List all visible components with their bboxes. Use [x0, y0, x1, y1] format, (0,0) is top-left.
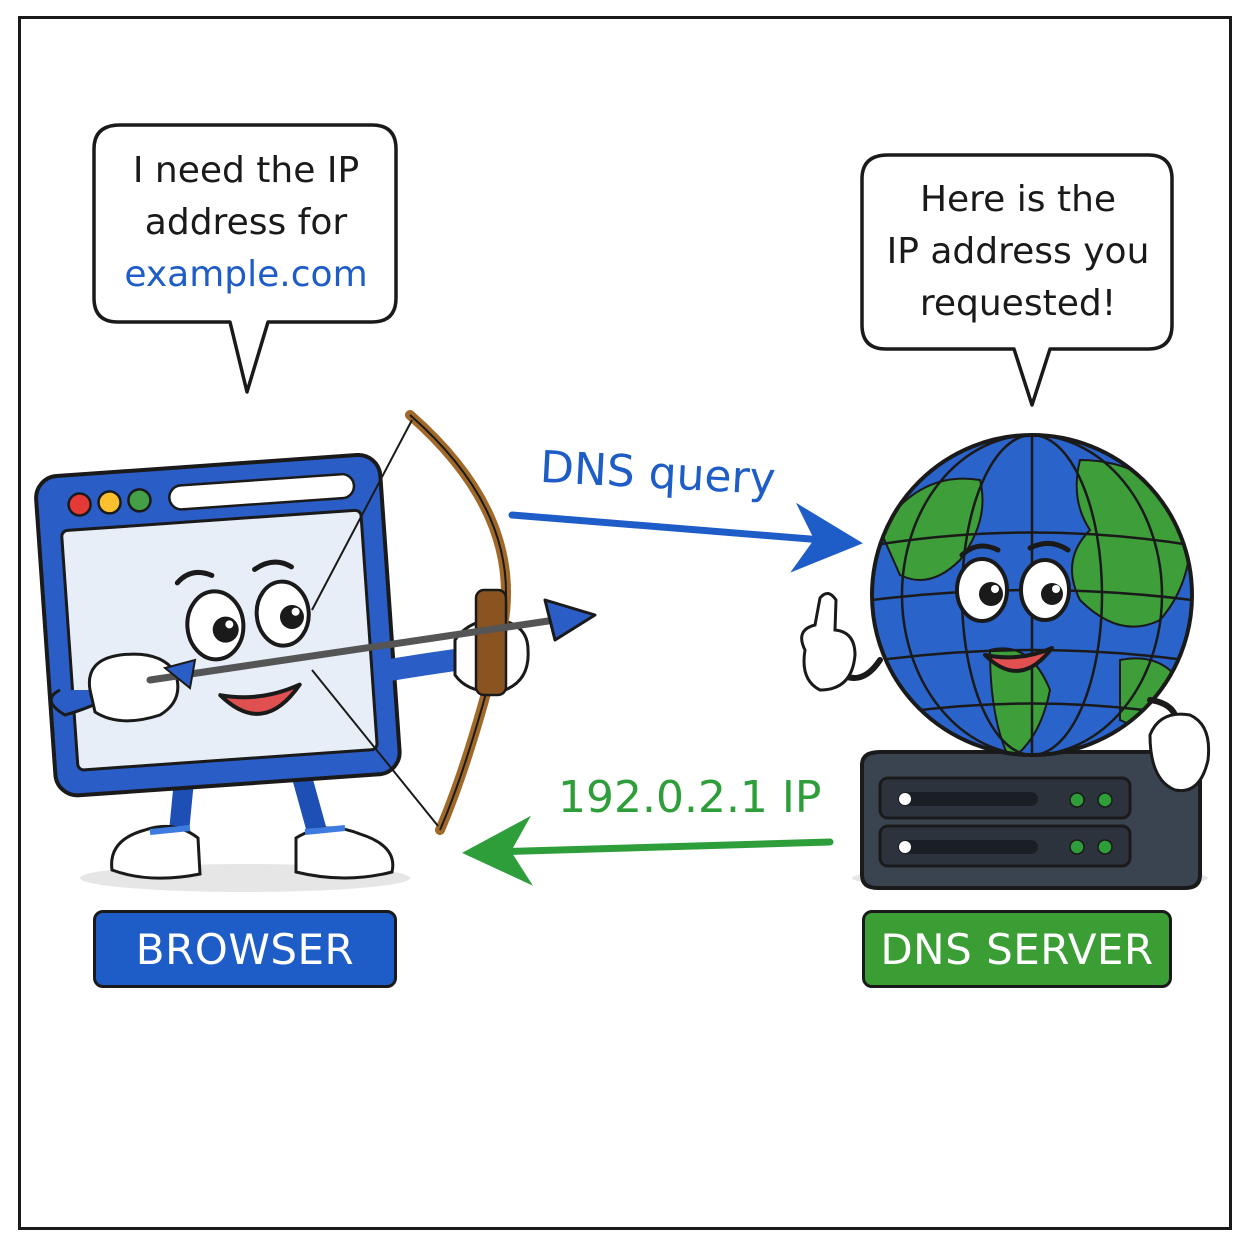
left-bubble-line-1: I need the IP — [132, 150, 360, 191]
server-rack-icon — [852, 750, 1208, 890]
pointing-glove — [800, 592, 857, 692]
ip-response-arrow — [462, 815, 834, 886]
dns-server-label: DNS SERVER — [862, 910, 1172, 988]
globe-character-icon — [800, 433, 1211, 793]
right-bubble-line-3: requested! — [919, 283, 1117, 324]
left-bubble-domain: example.com — [124, 254, 368, 295]
right-bubble-line-1: Here is the — [919, 179, 1117, 220]
left-bubble-line-2: address for — [144, 202, 348, 243]
browser-window-character-icon — [34, 453, 530, 892]
browser-label: BROWSER — [93, 910, 397, 988]
left-glove — [87, 652, 180, 723]
resting-glove — [1148, 712, 1211, 793]
right-shoe — [294, 825, 395, 880]
left-speech-bubble — [92, 123, 398, 394]
right-speech-bubble — [860, 153, 1174, 407]
bow-and-arrow-icon — [146, 410, 597, 835]
dns-query-arrow — [508, 502, 863, 573]
right-bubble-line-2: IP address you — [886, 231, 1150, 272]
left-shoe — [110, 824, 202, 880]
ip-response-label: 192.0.2.1 IP — [558, 772, 822, 823]
left-bubble-text: I need the IP address for example.com — [104, 145, 388, 301]
right-bubble-text: Here is the IP address you requested! — [872, 174, 1164, 330]
